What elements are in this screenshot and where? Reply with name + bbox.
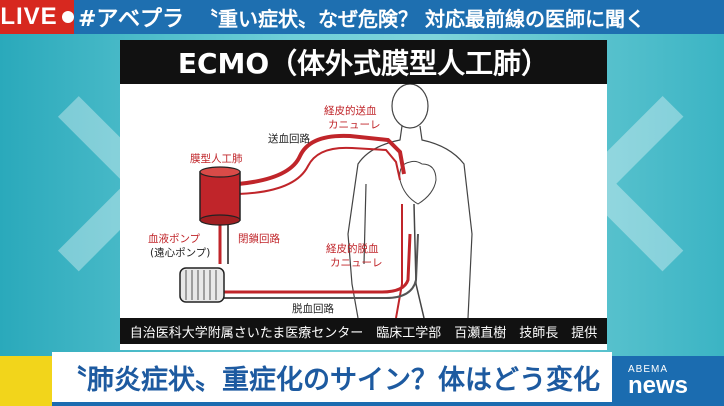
- live-badge: LIVE: [0, 0, 74, 34]
- abema-news-logo: ABEMA news: [628, 364, 689, 399]
- label-pump-1: 血液ポンプ: [148, 232, 201, 245]
- artery-lines: [395, 204, 403, 318]
- image-credit: 自治医科大学附属さいたま医療センター 臨床工学部 百瀬直樹 技師長 提供: [120, 318, 607, 344]
- drain-tube-inner: [220, 233, 419, 299]
- label-supply-cannula-1: 経皮的送血: [324, 104, 377, 117]
- vein-lines: [413, 203, 425, 318]
- drain-tube: [220, 233, 412, 294]
- caption-box: [52, 352, 612, 402]
- body-outline: [347, 84, 473, 318]
- accent-tab: [0, 356, 52, 406]
- supply-tube-inner: [237, 146, 401, 195]
- label-drain-cannula-2: カニューレ: [330, 257, 383, 269]
- label-drain-cannula-1: 経皮的脱血: [326, 242, 379, 255]
- label-drain-circuit: 脱血回路: [292, 302, 334, 315]
- logo-top: ABEMA: [628, 364, 669, 375]
- label-closed-circuit: 閉鎖回路: [238, 232, 280, 245]
- live-label: LIVE: [0, 3, 58, 30]
- label-supply-cannula-2: カニューレ: [328, 119, 381, 131]
- label-oxygenator: 膜型人工肺: [190, 152, 243, 165]
- ecmo-diagram: 膜型人工肺 送血回路 経皮的送血 カニューレ 血液ポンプ (遠心ポンプ) 閉鎖回…: [148, 84, 473, 318]
- headline: 〝重い症状〟なぜ危険？ 対応最前線の医師に聞く: [198, 6, 645, 31]
- oxygenator-icon: [199, 166, 241, 226]
- hashtag: #アベプラ: [78, 7, 184, 32]
- panel-title: ECMO（体外式膜型人工肺）: [120, 40, 607, 84]
- caption-text: 〝肺炎症状〟重症化のサイン？体はどう変化: [60, 364, 600, 396]
- blood-pump-icon: [179, 267, 225, 303]
- heart-outline: [399, 160, 437, 205]
- supply-tube: [237, 133, 406, 186]
- label-supply-circuit: 送血回路: [268, 132, 310, 145]
- top-bar: [0, 0, 724, 34]
- label-pump-2: (遠心ポンプ): [150, 246, 210, 259]
- logo-bottom: news: [628, 372, 689, 399]
- live-dot-icon: [61, 11, 74, 23]
